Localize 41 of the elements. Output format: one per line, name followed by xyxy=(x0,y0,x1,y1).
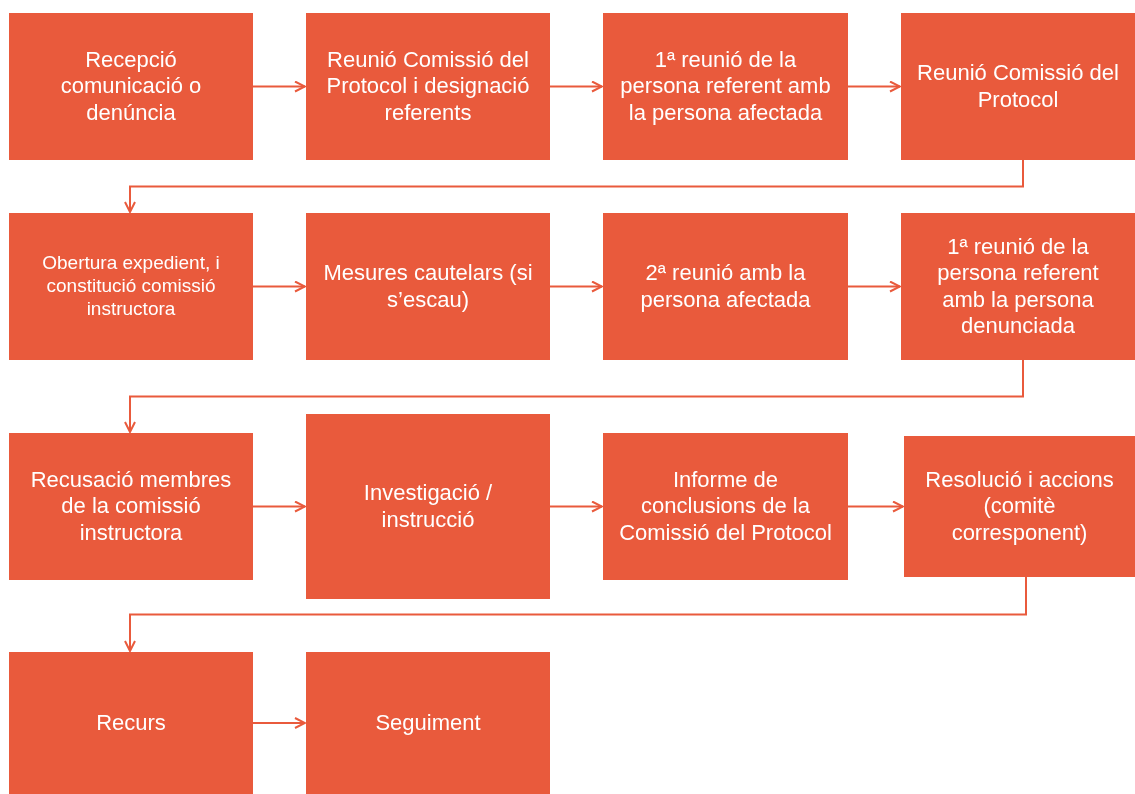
process-box xyxy=(904,436,1135,577)
arrow xyxy=(847,80,901,93)
step-label: Mesures cautelars (si s’escau) xyxy=(322,260,534,313)
process-box xyxy=(9,213,253,360)
process-box xyxy=(9,652,253,794)
step-label: 1ª reunió de la persona referent amb la persona afectada xyxy=(619,46,832,127)
step-label: 1ª reunió de la persona referent amb la persona denunciada xyxy=(936,233,1100,340)
step-label: Recurs xyxy=(96,709,166,737)
step-label: Investigació / instrucció xyxy=(362,480,494,533)
process-box xyxy=(603,13,848,160)
step-label: Seguiment xyxy=(375,709,481,737)
process-box xyxy=(9,13,253,160)
process-box xyxy=(306,414,550,599)
process-box xyxy=(9,433,253,580)
arrow xyxy=(124,159,1024,213)
step-label: Recepció comunicació o denúncia xyxy=(59,46,203,127)
step-label: Reunió Comissió del Protocol xyxy=(916,60,1120,113)
process-box xyxy=(603,213,848,360)
process-box xyxy=(306,13,550,160)
arrow xyxy=(847,280,901,293)
step-label: Reunió Comissió del Protocol i designació referents xyxy=(325,46,531,127)
process-box xyxy=(603,433,848,580)
step-label: Resolució i accions (comitè corresponent) xyxy=(924,466,1115,547)
arrow xyxy=(252,500,306,513)
arrow xyxy=(124,576,1027,652)
arrow xyxy=(549,80,603,93)
process-box xyxy=(901,13,1135,160)
arrow xyxy=(252,717,306,729)
step-label: 2ª reunió amb la persona afectada xyxy=(639,260,812,313)
step-label: Obertura expedient, i constitució comissió instructora xyxy=(41,252,221,321)
process-box xyxy=(306,652,550,794)
arrow xyxy=(549,500,603,513)
arrow xyxy=(124,359,1024,433)
arrow xyxy=(847,500,904,513)
arrow xyxy=(252,80,306,93)
process-box xyxy=(901,213,1135,360)
arrow xyxy=(549,280,603,293)
step-label: Informe de conclusions de la Comissió del Protocol xyxy=(618,466,833,547)
step-label: Recusació membres de la comissió instructora xyxy=(29,466,233,547)
process-box xyxy=(306,213,550,360)
arrow xyxy=(252,280,306,293)
